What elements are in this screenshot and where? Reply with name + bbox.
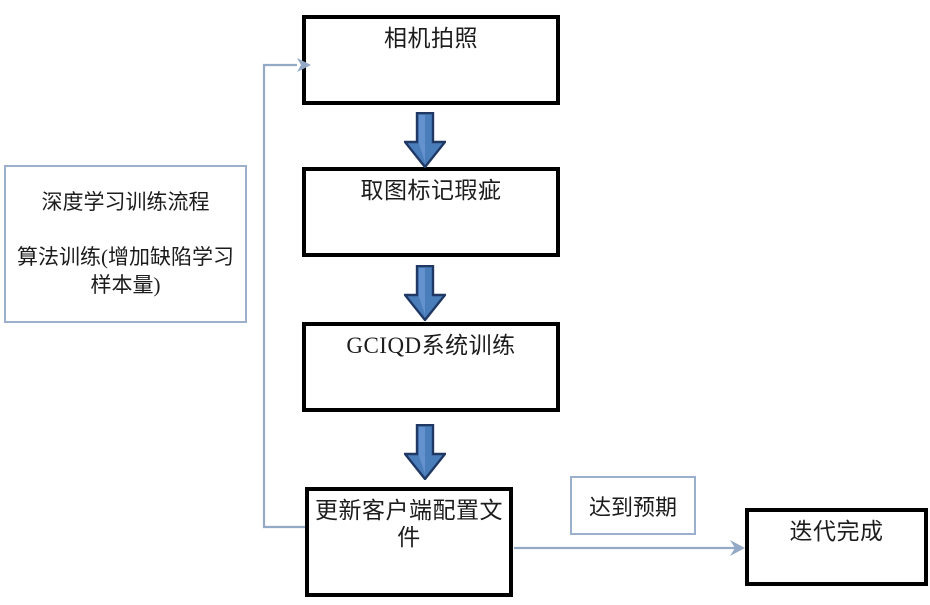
edge-label-reach-expectation-text: 达到预期 <box>588 494 677 520</box>
node-gciqd-training[interactable]: GCIQD系统训练 <box>302 322 560 412</box>
description-text: 深度学习训练流程 算法训练(增加缺陷学习样本量) <box>6 188 245 299</box>
training-process-description-panel: 深度学习训练流程 算法训练(增加缺陷学习样本量) <box>4 165 247 323</box>
description-line-2: 算法训练(增加缺陷学习样本量) <box>17 244 234 298</box>
node-mark-defects[interactable]: 取图标记瑕疵 <box>302 167 560 257</box>
node-mark-defects-label: 取图标记瑕疵 <box>360 178 502 203</box>
node-camera-capture-label: 相机拍照 <box>384 26 478 51</box>
node-gciqd-training-label: GCIQD系统训练 <box>346 333 516 358</box>
node-update-config-label: 更新客户端配置文件 <box>315 498 503 551</box>
node-iteration-done[interactable]: 迭代完成 <box>745 508 928 586</box>
down-arrow-capture-to-mark <box>404 112 446 168</box>
node-update-config[interactable]: 更新客户端配置文件 <box>305 487 513 597</box>
node-iteration-done-label: 迭代完成 <box>789 519 884 544</box>
node-camera-capture[interactable]: 相机拍照 <box>302 15 560 105</box>
edge-label-reach-expectation: 达到预期 <box>570 476 696 535</box>
down-arrow-mark-to-gciqd <box>404 265 446 321</box>
down-arrow-gciqd-to-update <box>404 424 446 480</box>
description-line-1: 深度学习训练流程 <box>41 190 210 215</box>
